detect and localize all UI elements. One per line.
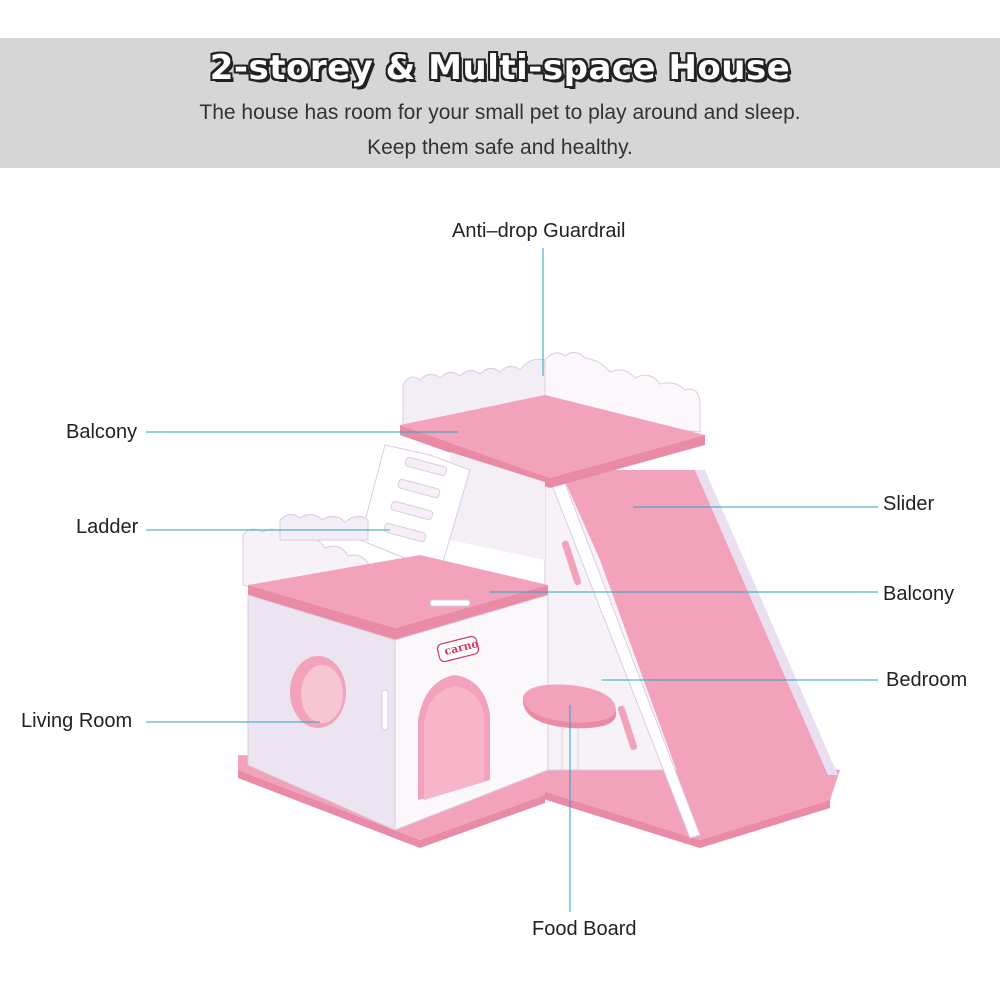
banner-title: 2-storey & Multi-space House bbox=[209, 48, 791, 88]
label-ladder: Ladder bbox=[76, 516, 139, 538]
label-living-room: Living Room bbox=[21, 710, 133, 732]
top-balcony-floor bbox=[400, 395, 705, 478]
label-balcony-right: Balcony bbox=[883, 583, 955, 605]
label-food-board: Food Board bbox=[532, 918, 637, 940]
lower-balcony-floor bbox=[248, 555, 548, 628]
header-banner bbox=[0, 38, 1000, 168]
label-anti-drop-guardrail: Anti–drop Guardrail bbox=[452, 220, 626, 242]
food-board bbox=[523, 684, 616, 723]
carno-brand-tag bbox=[436, 635, 480, 663]
label-slider: Slider bbox=[883, 493, 935, 515]
banner-subtitle-line-1: The house has room for your small pet to… bbox=[199, 101, 801, 124]
label-bedroom: Bedroom bbox=[886, 669, 968, 691]
slider-ramp bbox=[560, 470, 828, 835]
banner-subtitle-line-2: Keep them safe and healthy. bbox=[367, 136, 633, 159]
label-balcony-top: Balcony bbox=[66, 421, 138, 443]
